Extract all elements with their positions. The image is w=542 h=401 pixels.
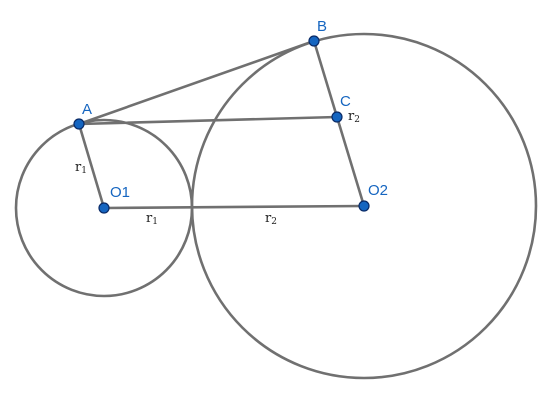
label-r1-on-a-o1: r1 [75, 160, 87, 176]
segment-a-o1 [77, 122, 106, 210]
point-c [331, 111, 343, 123]
label-point-c: C [340, 93, 351, 110]
label-point-o2: O2 [368, 182, 388, 199]
label-r1-on-o1-o2: r1 [146, 211, 158, 227]
label-r1-on-a-o1-sub: 1 [81, 166, 87, 176]
segment-b-c [312, 39, 339, 119]
label-r2-on-o1-o2: r2 [265, 211, 277, 227]
label-r2-on-b-c-sub: 2 [354, 115, 360, 125]
point-o2 [358, 200, 370, 212]
segment-c-o2 [335, 115, 366, 208]
point-o1 [98, 202, 110, 214]
label-r2-on-b-c-base: r [348, 109, 355, 124]
point-b [308, 35, 320, 47]
label-r2-on-o1-o2-sub: 2 [271, 217, 277, 227]
label-point-b: B [317, 18, 327, 35]
label-point-o1: O1 [110, 184, 130, 201]
point-a [73, 118, 85, 130]
segment-o1-o2 [102, 204, 366, 210]
segment-a-c [77, 115, 339, 126]
circle-o2 [190, 32, 538, 380]
label-r1-on-o1-o2-base: r [146, 211, 153, 226]
label-r1-on-o1-o2-sub: 1 [152, 217, 158, 227]
label-r2-on-o1-o2-base: r [265, 211, 272, 226]
label-r2-on-b-c: r2 [348, 109, 360, 125]
segment-a-b [77, 39, 316, 126]
label-point-a: A [82, 101, 92, 118]
label-r1-on-a-o1-base: r [75, 160, 82, 175]
